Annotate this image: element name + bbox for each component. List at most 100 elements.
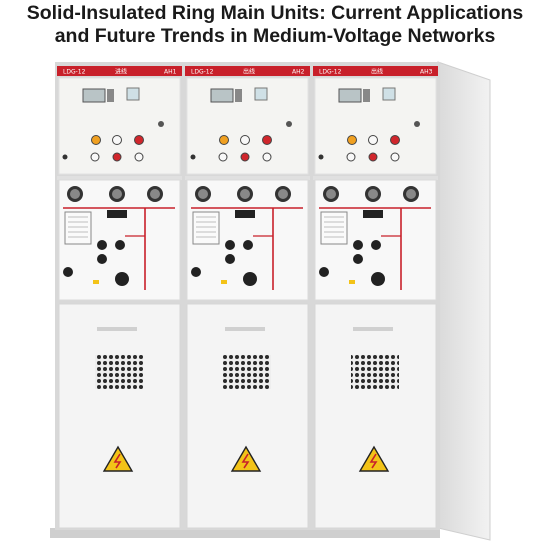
indicator-lamp <box>134 135 144 145</box>
door-handle <box>97 327 137 331</box>
cabinet-model-label: LDG-12 <box>63 69 86 76</box>
viewing-window-glass <box>406 189 416 199</box>
viewing-window-glass <box>326 189 336 199</box>
operating-socket <box>97 240 107 250</box>
lightning-bolt <box>369 453 378 469</box>
indicator-lamp <box>112 135 122 145</box>
lightning-bolt <box>241 453 250 469</box>
cabinet-1: LDG-12 进线 AH1 <box>55 62 184 530</box>
lcd-buttons <box>363 89 370 102</box>
operating-socket <box>115 240 125 250</box>
selector-knob <box>62 154 68 160</box>
lower-door <box>58 303 181 529</box>
high-voltage-warning-icon <box>358 445 390 472</box>
selector-knob <box>190 154 196 160</box>
terminal-block <box>363 210 383 218</box>
high-voltage-warning-icon <box>230 445 262 472</box>
lower-door <box>186 303 309 529</box>
lcd-buttons <box>107 89 114 102</box>
cabinet-model-label: LDG-12 <box>319 69 342 76</box>
cabinet-id-label: AH2 <box>292 69 305 76</box>
cabinet-id-label: AH1 <box>164 69 177 76</box>
panel-divider <box>313 176 438 180</box>
indicator-lamp <box>368 152 378 162</box>
indicator-lamp <box>262 152 272 162</box>
ventilation-grille <box>351 355 399 389</box>
indicator-lamp <box>134 152 144 162</box>
selector-knob <box>318 154 324 160</box>
rotary-switch <box>115 272 129 286</box>
operating-socket <box>353 254 363 264</box>
title-line-2: and Future Trends in Medium-Voltage Netw… <box>54 25 496 47</box>
cabinet-header-strip <box>185 66 310 76</box>
enclosure-side-panel <box>437 61 491 541</box>
viewing-window-glass <box>368 189 378 199</box>
indicator-lamp <box>240 135 250 145</box>
operating-socket <box>353 240 363 250</box>
operating-socket <box>225 240 235 250</box>
earthing-socket <box>63 267 73 277</box>
relay-module <box>254 87 268 101</box>
cabinet-3: LDG-12 出线 AH3 <box>311 62 440 530</box>
operating-socket <box>243 240 253 250</box>
panel-divider <box>185 176 310 180</box>
earthing-socket <box>319 267 329 277</box>
indicator-lamp <box>347 135 357 145</box>
operating-socket <box>371 240 381 250</box>
lcd-buttons <box>235 89 242 102</box>
indicator-lamp <box>240 152 250 162</box>
cabinet-model-label: LDG-12 <box>191 69 214 76</box>
viewing-window-glass <box>112 189 122 199</box>
indicator-lamp <box>390 135 400 145</box>
ventilation-grille <box>95 355 143 389</box>
viewing-window-glass <box>240 189 250 199</box>
viewing-window-glass <box>150 189 160 199</box>
page-title: Solid-Insulated Ring Main Units: Current… <box>0 2 550 48</box>
lightning-bolt <box>113 453 122 469</box>
lcd-display <box>82 88 106 103</box>
relay-module <box>382 87 396 101</box>
indicator-lamp <box>346 152 356 162</box>
indicator-lamp <box>219 135 229 145</box>
indicator-lamp <box>368 135 378 145</box>
viewing-window-glass <box>70 189 80 199</box>
indicator-lamp <box>112 152 122 162</box>
key-lock <box>286 121 292 127</box>
operating-socket <box>225 254 235 264</box>
cabinet-id-label: AH3 <box>420 69 433 76</box>
key-lock <box>414 121 420 127</box>
viewing-window-glass <box>278 189 288 199</box>
small-label <box>349 280 355 284</box>
terminal-block <box>235 210 255 218</box>
rotary-switch <box>371 272 385 286</box>
indicator-lamp <box>91 135 101 145</box>
cabinet-header-strip <box>57 66 182 76</box>
panel-divider <box>57 176 182 180</box>
small-label <box>221 280 227 284</box>
lcd-display <box>338 88 362 103</box>
small-label <box>93 280 99 284</box>
earthing-socket <box>191 267 201 277</box>
rotary-switch <box>243 272 257 286</box>
door-handle <box>225 327 265 331</box>
cabinet-header-strip <box>313 66 438 76</box>
enclosure-base <box>50 528 440 538</box>
cabinet-tag-label: 进线 <box>115 68 127 76</box>
key-lock <box>158 121 164 127</box>
indicator-lamp <box>90 152 100 162</box>
cabinet-tag-label: 出线 <box>243 68 255 76</box>
title-line-1: Solid-Insulated Ring Main Units: Current… <box>26 2 524 24</box>
indicator-lamp <box>262 135 272 145</box>
operating-socket <box>97 254 107 264</box>
indicator-lamp <box>390 152 400 162</box>
cabinet-2: LDG-12 出线 AH2 <box>183 62 312 530</box>
high-voltage-warning-icon <box>102 445 134 472</box>
ventilation-grille <box>223 355 271 389</box>
lcd-display <box>210 88 234 103</box>
indicator-lamp <box>218 152 228 162</box>
lower-door <box>314 303 437 529</box>
viewing-window-glass <box>198 189 208 199</box>
door-handle <box>353 327 393 331</box>
cabinet-tag-label: 出线 <box>371 68 383 76</box>
